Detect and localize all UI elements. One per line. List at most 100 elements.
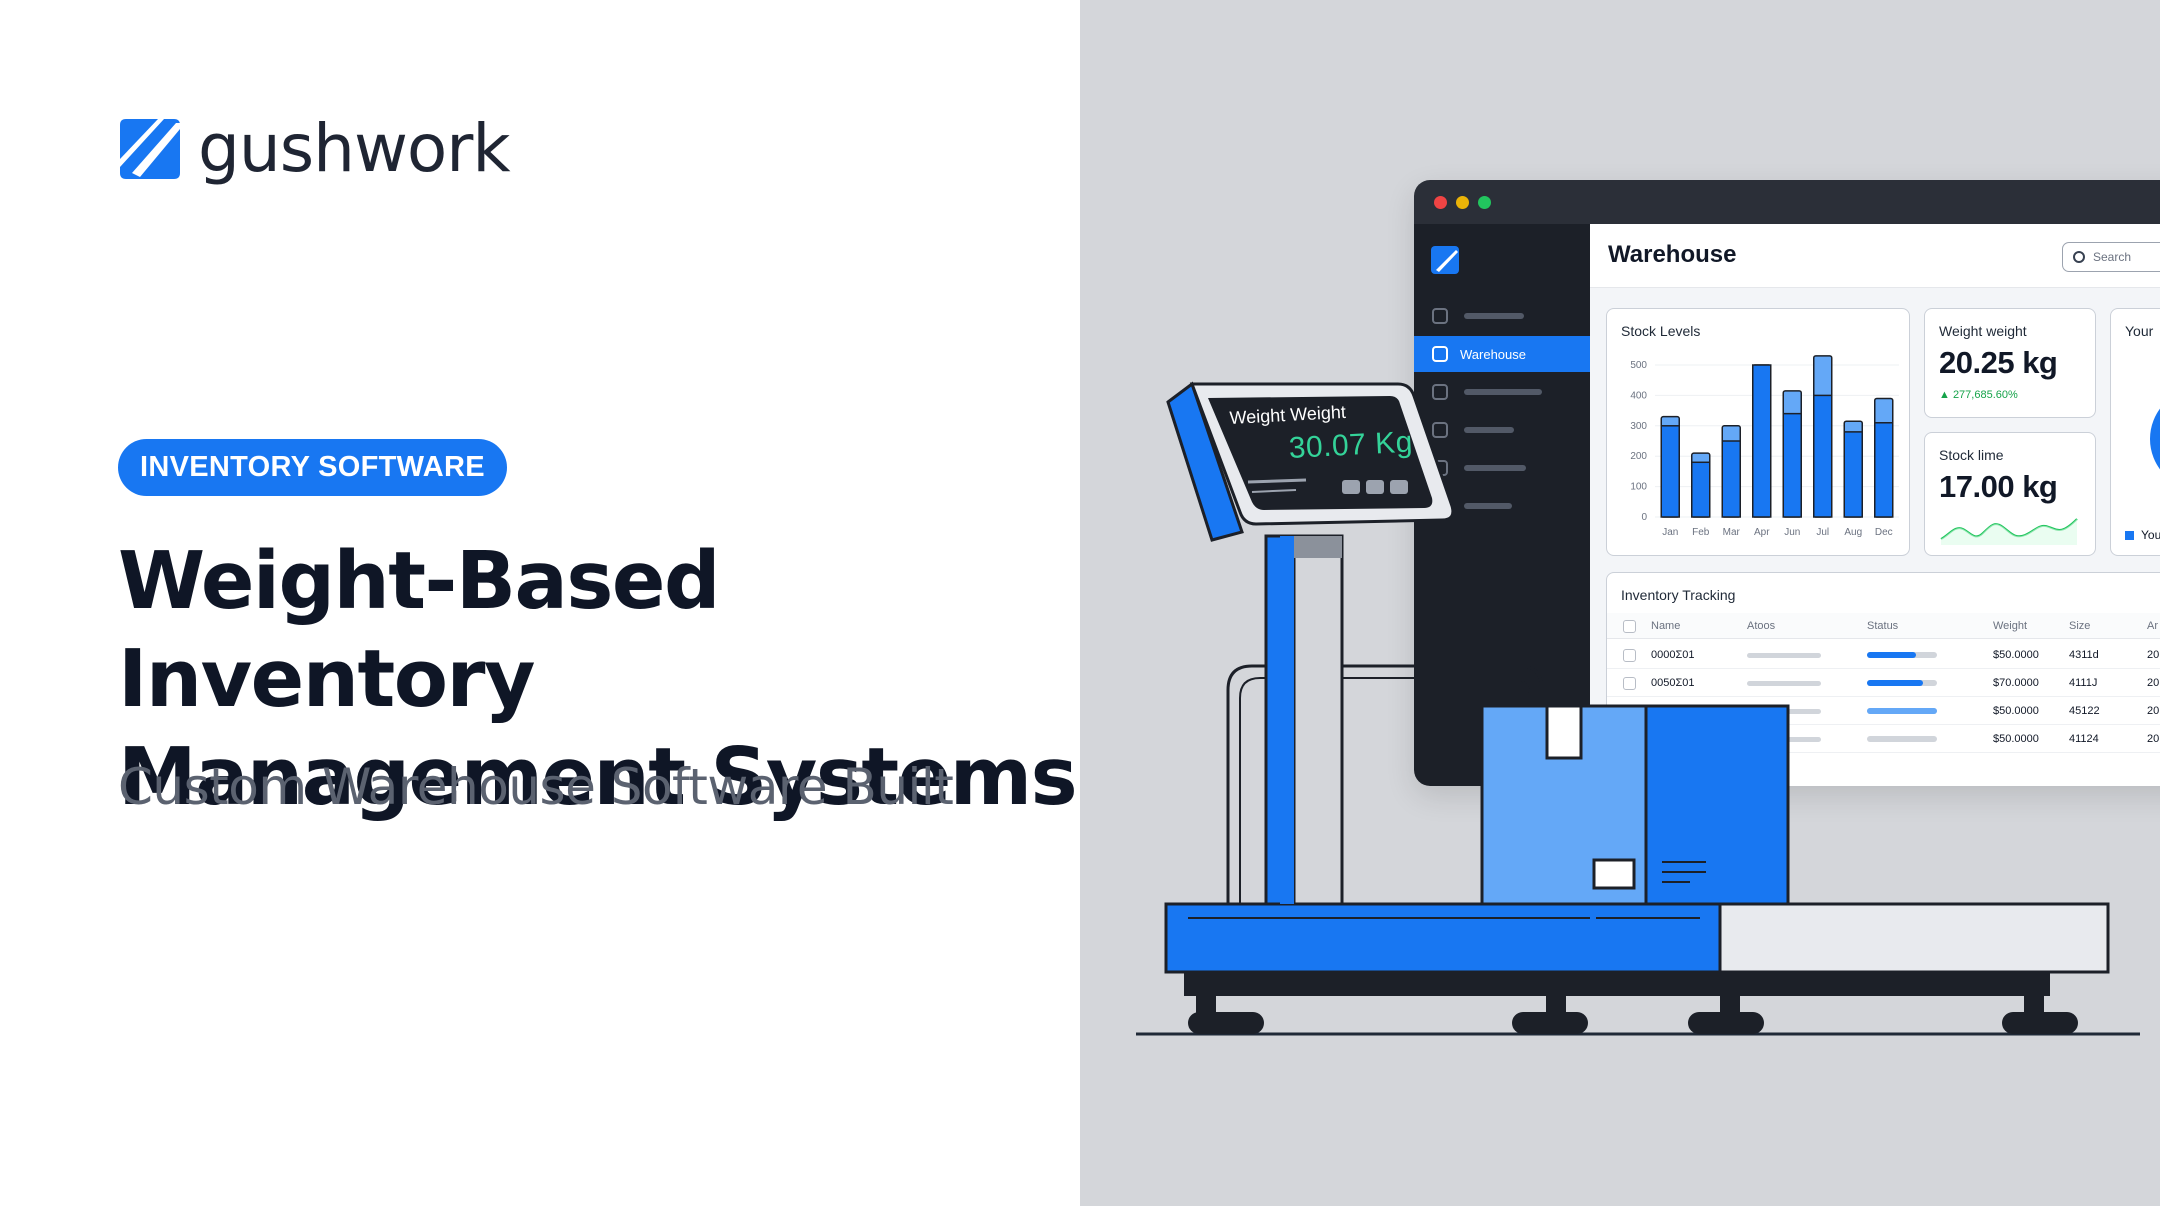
- sidebar-item-label: Warehouse: [1460, 346, 1526, 362]
- y-tick-label: 100: [1630, 482, 1647, 493]
- column-header[interactable]: Ar: [2147, 620, 2158, 632]
- cell-weight: $50.0000: [1993, 705, 2039, 717]
- donut-chart: [2150, 408, 2160, 470]
- grid-icon: [1432, 346, 1448, 362]
- x-tick-label: Aug: [1844, 527, 1862, 538]
- search-input[interactable]: Search: [2062, 242, 2160, 272]
- bar-lower: [1691, 461, 1711, 518]
- cell-name: 0000Σ01: [1651, 649, 1695, 661]
- search-icon: [2073, 251, 2085, 263]
- sidebar-placeholder-bar: [1464, 503, 1512, 509]
- cell-extra: 20: [2147, 677, 2160, 689]
- bar-lower: [1843, 431, 1863, 518]
- bar-lower: [1782, 412, 1802, 518]
- column-header[interactable]: Name: [1651, 620, 1681, 632]
- sidebar-item-users[interactable]: [1414, 374, 1590, 410]
- scale-display-head: [1166, 381, 1455, 542]
- display-button: [1342, 480, 1360, 494]
- app-main: Warehouse Search Stock Levels 500 400 300 2…: [1590, 224, 2160, 786]
- partial-card-title: Your: [2125, 323, 2154, 339]
- x-tick-label: Jun: [1784, 527, 1800, 538]
- x-tick-label: Dec: [1875, 527, 1893, 538]
- status-progress: [1867, 680, 1937, 686]
- status-progress: [1867, 652, 1937, 658]
- sidebar-placeholder-bar: [1464, 389, 1542, 395]
- home-icon: [1432, 308, 1448, 324]
- y-tick-label: 300: [1630, 421, 1647, 432]
- cell-extra: 20: [2147, 649, 2160, 661]
- page-title: Weight-Based Inventory Management System…: [118, 532, 1078, 826]
- left-panel: gushwork INVENTORY SOFTWARE Weight-Based…: [118, 110, 1078, 826]
- scale-platform-blue: [1164, 902, 1722, 974]
- cell-placeholder-bar: [1747, 681, 1821, 686]
- y-tick-label: 400: [1630, 390, 1647, 401]
- cell-extra: 20: [2147, 705, 2160, 717]
- table-header: Name Atoos Status Weight Size Ar: [1607, 613, 2160, 639]
- row-checkbox[interactable]: [1623, 677, 1636, 690]
- page-subtitle: Custom Warehouse Software Built: [118, 758, 954, 816]
- inventory-title: Inventory Tracking: [1621, 587, 1736, 603]
- legend-label: You: [2141, 528, 2160, 542]
- chart-title: Stock Levels: [1621, 323, 1701, 339]
- cell-size: 45122: [2069, 705, 2100, 717]
- title-line-1: Weight-Based Inventory: [118, 535, 721, 725]
- column-header[interactable]: Weight: [1993, 620, 2028, 632]
- bar-lower: [1752, 364, 1772, 518]
- scale-base-frame: [1184, 972, 2050, 996]
- window-titlebar: [1414, 180, 2160, 224]
- stock-time-value: 17.00 kg: [1939, 469, 2058, 504]
- table-row[interactable]: 0050Σ01 $70.0000 4111J 20: [1607, 669, 2160, 697]
- cell-size: 4111J: [2069, 677, 2098, 689]
- scale-display-value: 30.07 Kg: [1288, 425, 1414, 465]
- bar-lower: [1813, 394, 1833, 518]
- cell-name: 0050Σ01: [1651, 677, 1695, 689]
- x-tick-label: Jul: [1816, 527, 1829, 538]
- sidebar-item-warehouse[interactable]: Warehouse: [1414, 336, 1590, 372]
- stock-time-title: Stock lime: [1939, 447, 2004, 463]
- maximize-window-dot[interactable]: [1478, 196, 1491, 209]
- weight-card-value: 20.25 kg: [1939, 345, 2058, 380]
- x-tick-label: Mar: [1723, 527, 1741, 538]
- table-row[interactable]: 0000Σ01 $50.0000 4311d 20: [1607, 641, 2160, 669]
- bar-lower: [1660, 425, 1680, 518]
- sidebar-item-inventory[interactable]: [1414, 412, 1590, 448]
- cell-weight: $50.0000: [1993, 649, 2039, 661]
- scale-feet: [1188, 994, 2078, 1034]
- column-header[interactable]: Status: [1867, 620, 1899, 632]
- cell-weight: $50.0000: [1993, 733, 2039, 745]
- bar-lower: [1721, 440, 1741, 518]
- cell-placeholder-bar: [1747, 653, 1821, 658]
- y-tick-label: 500: [1630, 360, 1647, 371]
- gushwork-logo-icon: [120, 119, 180, 179]
- close-window-dot[interactable]: [1434, 196, 1447, 209]
- cell-size: 4311d: [2069, 649, 2099, 661]
- illustration-panel: Warehouse Warehouse: [1080, 0, 2160, 1206]
- weight-card: Weight weight 20.25 kg ▲ 277,685.60%: [1924, 308, 2096, 418]
- app-title: Warehouse: [1608, 241, 1737, 268]
- app-logo-icon: [1431, 246, 1459, 274]
- sidebar-item-home[interactable]: [1414, 298, 1590, 334]
- weighing-scale-illustration: [1136, 381, 2140, 1036]
- brand-logo[interactable]: gushwork: [118, 110, 511, 187]
- x-tick-label: Jan: [1662, 527, 1678, 538]
- search-placeholder: Search: [2093, 250, 2132, 264]
- cell-extra: 20: [2147, 733, 2160, 745]
- x-tick-label: Apr: [1754, 527, 1770, 538]
- select-all-checkbox[interactable]: [1623, 620, 1636, 633]
- box-icon: [1432, 422, 1448, 438]
- status-progress-fill: [1867, 680, 1923, 686]
- app-window: Warehouse Warehouse: [1414, 180, 2160, 786]
- row-checkbox[interactable]: [1623, 649, 1636, 662]
- minimize-window-dot[interactable]: [1456, 196, 1469, 209]
- display-button: [1366, 480, 1384, 494]
- column-header[interactable]: Size: [2069, 620, 2091, 632]
- column-header[interactable]: Atoos: [1747, 620, 1776, 632]
- x-tick-label: Feb: [1692, 527, 1710, 538]
- sidebar-item-reports[interactable]: [1414, 488, 1590, 524]
- sidebar-placeholder-bar: [1464, 427, 1514, 433]
- category-badge: INVENTORY SOFTWARE: [118, 439, 507, 496]
- brand-name: gushwork: [198, 110, 511, 187]
- cell-weight: $70.0000: [1993, 677, 2039, 689]
